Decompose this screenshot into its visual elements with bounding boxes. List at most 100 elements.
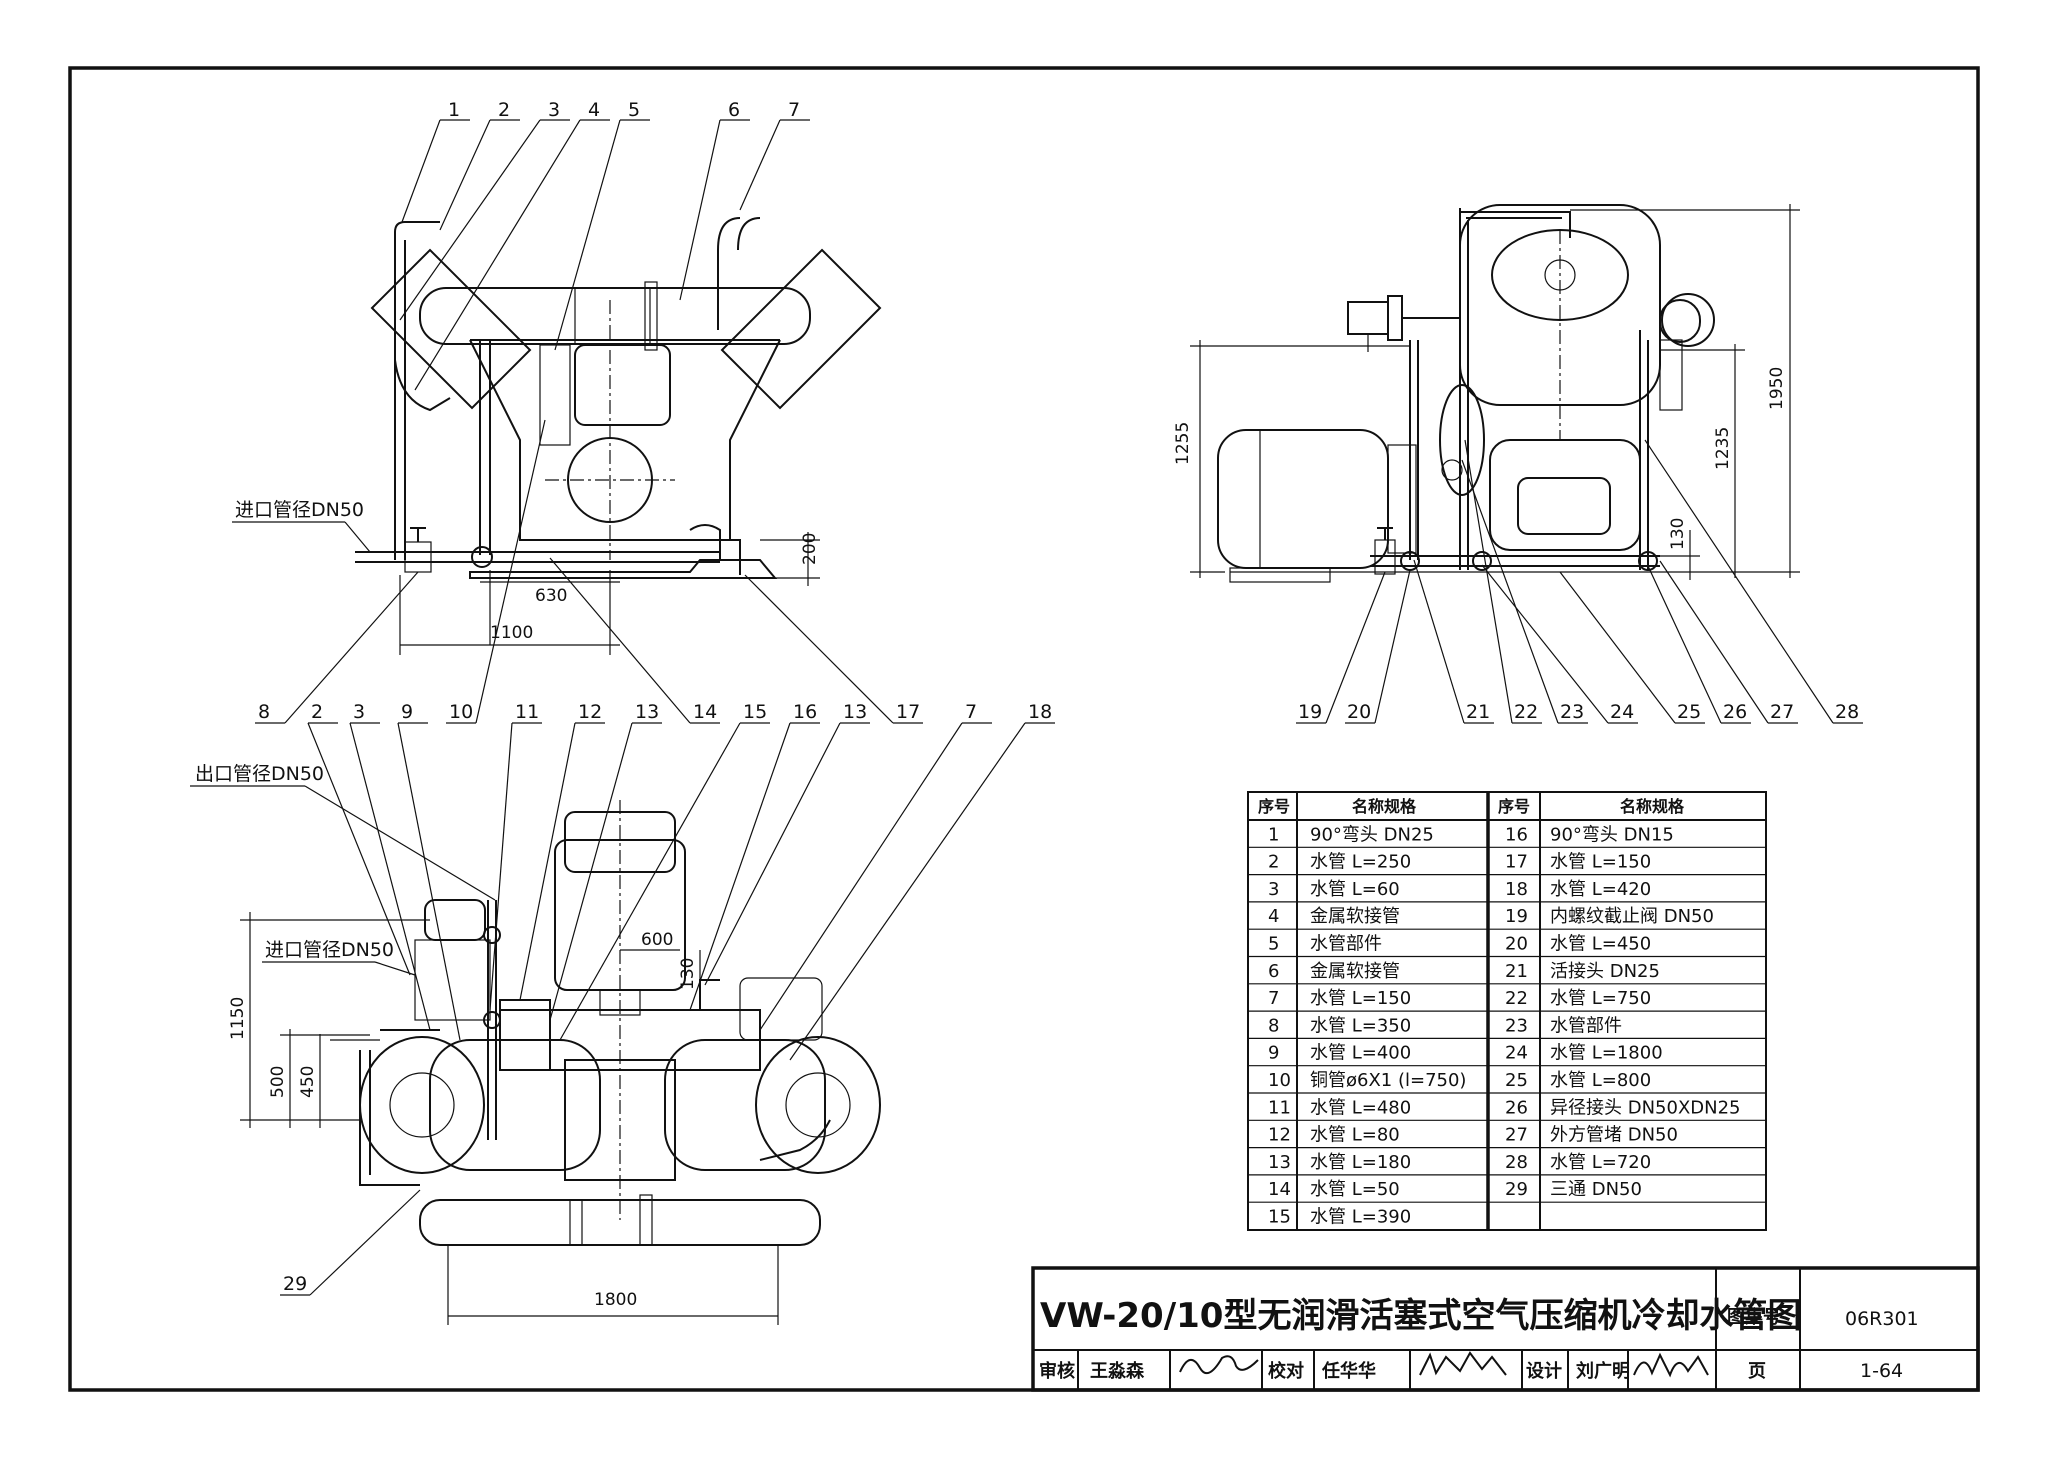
table-cell-no-left: 6 (1268, 961, 1279, 982)
callout-front-17: 17 (896, 701, 920, 723)
table-cell-name-left: 金属软接管 (1310, 906, 1400, 927)
table-row: 7 水管 L=150 22 水管 L=750 (1268, 988, 1651, 1009)
table-cell-no-right: 20 (1505, 934, 1528, 955)
table-row: 9 水管 L=400 24 水管 L=1800 (1268, 1043, 1663, 1064)
table-cell-no-left: 3 (1268, 879, 1279, 900)
callout-front-6: 6 (728, 99, 740, 121)
table-cell-name-left: 水管 L=480 (1310, 1097, 1411, 1118)
table-cell-no-right: 22 (1505, 988, 1528, 1009)
callout-side-28: 28 (1835, 701, 1859, 723)
table-cell-no-right: 29 (1505, 1179, 1528, 1200)
table-cell-name-right: 外方管堵 DN50 (1550, 1125, 1678, 1146)
table-cell-name-right: 内螺纹截止阀 DN50 (1550, 906, 1714, 927)
drawing-title: VW-20/10型无润滑活塞式空气压缩机冷却水管图 (1040, 1296, 1801, 1336)
callout-front-5: 5 (628, 99, 640, 121)
reviewer-signature (1179, 1355, 1259, 1375)
table-cell-no-left: 14 (1268, 1179, 1291, 1200)
table-cell-name-right: 异径接头 DN50XDN25 (1550, 1097, 1741, 1118)
table-row: 4 金属软接管 19 内螺纹截止阀 DN50 (1268, 906, 1714, 927)
table-cell-name-left: 水管 L=150 (1310, 988, 1411, 1009)
table-cell-no-left: 13 (1268, 1152, 1291, 1173)
table-cell-no-left: 4 (1268, 906, 1279, 927)
callout-side-21: 21 (1466, 701, 1490, 723)
dim-side-1235: 1235 (1713, 427, 1733, 470)
table-cell-no-right: 19 (1505, 906, 1528, 927)
table-row: 5 水管部件 20 水管 L=450 (1268, 934, 1651, 955)
dim-side-1950: 1950 (1767, 367, 1787, 410)
dim-plan-130: 130 (678, 958, 698, 990)
table-cell-name-right: 水管 L=1800 (1550, 1043, 1663, 1064)
callout-front-7: 7 (788, 99, 800, 121)
atlas-number: 06R301 (1845, 1308, 1919, 1330)
callout-front-4: 4 (588, 99, 600, 121)
plan-view: 1150 500 450 600 130 1800 出口管径DN50 进口管径D… (190, 701, 1055, 1325)
callout-plan-2: 2 (311, 701, 323, 723)
designer-name: 刘广明 (1576, 1360, 1630, 1382)
callout-plan-18: 18 (1028, 701, 1052, 723)
table-cell-name-right: 90°弯头 DN15 (1550, 824, 1674, 845)
checker-signature (1419, 1351, 1507, 1376)
dim-front-1100: 1100 (490, 623, 533, 643)
table-cell-name-left: 水管 L=50 (1310, 1179, 1400, 1200)
table-cell-name-right: 水管 L=420 (1550, 879, 1651, 900)
dim-plan-1800: 1800 (594, 1290, 637, 1310)
table-header-no-2: 序号 (1498, 797, 1530, 816)
table-cell-name-right: 水管 L=800 (1550, 1070, 1651, 1091)
callout-plan-15: 15 (743, 701, 767, 723)
table-cell-name-right: 水管 L=720 (1550, 1152, 1651, 1173)
label-inlet-plan: 进口管径DN50 (265, 939, 394, 961)
callout-plan-3: 3 (353, 701, 365, 723)
callout-plan-9: 9 (401, 701, 413, 723)
callout-front-14: 14 (693, 701, 717, 723)
table-cell-no-left: 15 (1268, 1207, 1291, 1228)
front-view: 200 630 1100 进口管径DN50 1 2 3 4 5 6 7 (232, 99, 923, 724)
page-label: 页 (1748, 1361, 1766, 1382)
atlas-label: 图集号 (1727, 1306, 1781, 1328)
callout-plan-13a: 13 (635, 701, 659, 723)
dim-plan-450: 450 (298, 1066, 318, 1098)
table-cell-no-left: 7 (1268, 988, 1279, 1009)
table-cell-no-right: 27 (1505, 1125, 1528, 1146)
table-cell-no-right: 24 (1505, 1043, 1528, 1064)
table-cell-name-right: 水管 L=750 (1550, 988, 1651, 1009)
table-header-name-2: 名称规格 (1620, 797, 1685, 816)
checker-name: 任华华 (1321, 1360, 1376, 1382)
table-cell-name-left: 水管 L=400 (1310, 1043, 1411, 1064)
table-cell-name-left: 水管 L=390 (1310, 1207, 1411, 1228)
table-cell-name-left: 水管部件 (1310, 934, 1382, 955)
table-cell-no-right: 25 (1505, 1070, 1528, 1091)
dim-front-630: 630 (535, 586, 567, 606)
label-outlet-plan: 出口管径DN50 (195, 763, 324, 785)
table-cell-name-right: 水管 L=450 (1550, 934, 1651, 955)
callout-side-19: 19 (1298, 701, 1322, 723)
callout-plan-29: 29 (283, 1273, 307, 1295)
table-cell-no-right: 26 (1505, 1097, 1528, 1118)
table-cell-no-left: 10 (1268, 1070, 1291, 1091)
table-cell-no-left: 5 (1268, 934, 1279, 955)
table-cell-name-left: 水管 L=180 (1310, 1152, 1411, 1173)
table-row: 14 水管 L=50 29 三通 DN50 (1268, 1179, 1642, 1200)
callout-front-8: 8 (258, 701, 270, 723)
table-cell-name-right: 三通 DN50 (1550, 1179, 1642, 1200)
table-cell-no-right: 28 (1505, 1152, 1528, 1173)
dim-side-1255: 1255 (1173, 422, 1193, 465)
table-cell-no-left: 11 (1268, 1097, 1291, 1118)
table-cell-name-right: 水管 L=150 (1550, 852, 1651, 873)
callout-side-22: 22 (1514, 701, 1538, 723)
dim-plan-500: 500 (268, 1066, 288, 1098)
callout-front-2: 2 (498, 99, 510, 121)
table-cell-no-left: 9 (1268, 1043, 1279, 1064)
page-number: 1-64 (1860, 1360, 1903, 1382)
callout-side-26: 26 (1723, 701, 1747, 723)
dim-front-200: 200 (800, 533, 820, 565)
table-cell-no-right: 17 (1505, 852, 1528, 873)
callout-front-10: 10 (449, 701, 473, 723)
label-inlet-front: 进口管径DN50 (235, 499, 364, 521)
side-view: 1255 1950 1235 130 19 20 21 22 23 24 25 (1173, 204, 1863, 724)
callout-side-23: 23 (1560, 701, 1584, 723)
